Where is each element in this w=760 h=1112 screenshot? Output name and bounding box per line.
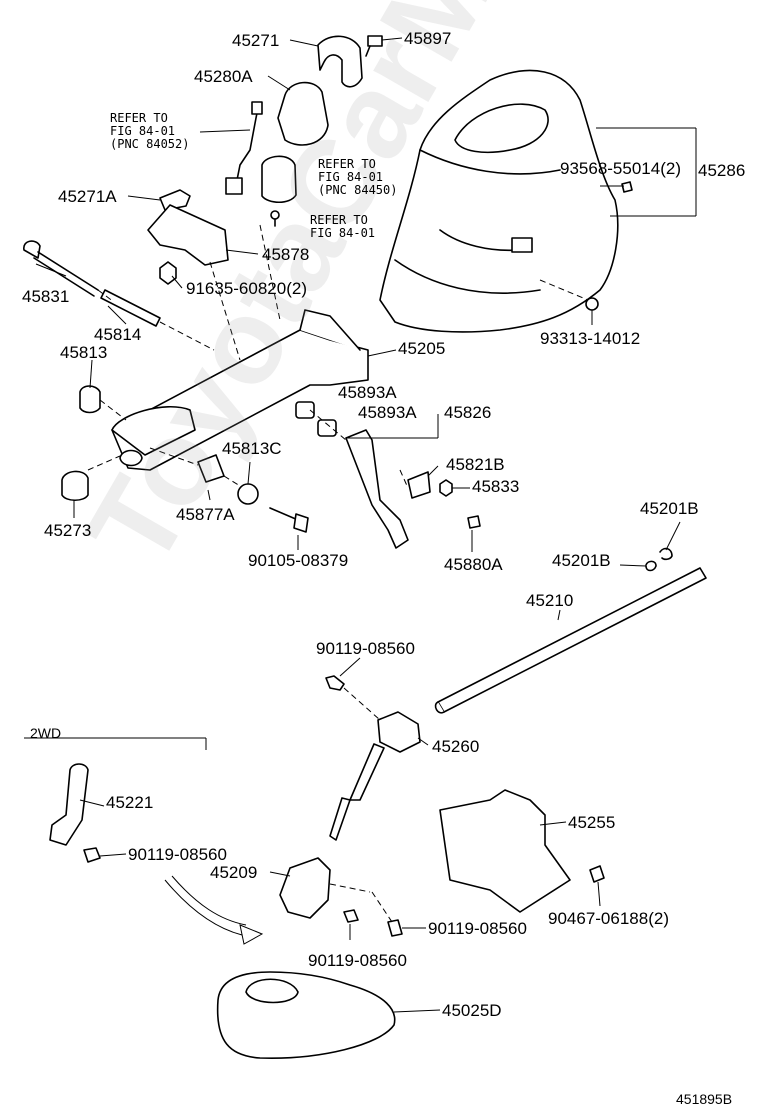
- part-label-45286: 45286: [698, 161, 746, 180]
- part-label-45221: 45221: [106, 793, 154, 812]
- column-hole-cover-part: [439, 789, 571, 913]
- part-label-45880a: 45880A: [444, 555, 503, 574]
- refer-note-a: REFER TO FIG 84-01 (PNC 84052): [110, 111, 190, 151]
- part-label-45260: 45260: [432, 737, 480, 756]
- part-label-93568: 93568-55014(2): [560, 159, 681, 178]
- collar-45877a-part: [197, 454, 225, 483]
- column-boot-part: [216, 971, 396, 1059]
- part-label-45814: 45814: [94, 325, 142, 344]
- part-label-90119-b: 90119-08560: [128, 845, 227, 864]
- bracket-45271a-part: [159, 189, 191, 211]
- ignition-switch-part: [277, 81, 329, 146]
- part-label-90105: 90105-08379: [248, 551, 349, 570]
- washer-45893a-part-2: [317, 419, 337, 437]
- part-label-45210: 45210: [526, 591, 574, 610]
- part-label-90467: 90467-06188(2): [548, 909, 669, 928]
- part-label-45877a: 45877A: [176, 505, 235, 524]
- part-label-45209: 45209: [210, 863, 258, 882]
- washer-45893a-part: [295, 401, 315, 419]
- column-cover-part: [379, 69, 619, 333]
- part-label-45271a: 45271A: [58, 187, 117, 206]
- part-label-45205: 45205: [398, 339, 446, 358]
- part-label-45273: 45273: [44, 521, 92, 540]
- part-label-45893a-1: 45893A: [338, 383, 397, 402]
- part-label-45025d: 45025D: [442, 1001, 502, 1020]
- part-label-45826: 45826: [444, 403, 492, 422]
- intermediate-shaft-part: [329, 711, 421, 841]
- refer-note-c: REFER TO FIG 84-01: [310, 213, 376, 240]
- nut-91635-part: [159, 261, 177, 285]
- bolt-45831-part: [23, 240, 99, 297]
- part-label-45878: 45878: [262, 245, 310, 264]
- section-label-2wd: 2WD: [30, 725, 62, 741]
- part-label-45280a: 45280A: [194, 67, 253, 86]
- part-label-45833: 45833: [472, 477, 520, 496]
- bracket-45878-part: [147, 204, 229, 266]
- switch-bracket-part: [317, 35, 363, 88]
- main-shaft-part: [434, 567, 707, 714]
- clip-90467-part: [589, 865, 605, 883]
- part-label-91635: 91635-60820(2): [186, 279, 307, 298]
- bush-45813c-part: [237, 483, 259, 505]
- diagram-code: 451895B: [676, 1091, 733, 1107]
- bush-45813-part: [79, 385, 101, 414]
- column-tube-part: [111, 309, 369, 471]
- part-label-45201b-1: 45201B: [640, 499, 699, 518]
- part-label-93313: 93313-14012: [540, 329, 641, 348]
- nut-45833-part: [439, 479, 453, 497]
- screw-93568-part: [621, 181, 633, 193]
- part-label-45271: 45271: [232, 31, 280, 50]
- refer-note-b: REFER TO FIG 84-01 (PNC 84450): [318, 157, 398, 197]
- part-label-45813c: 45813C: [222, 439, 282, 458]
- part-label-45893a-2: 45893A: [358, 403, 417, 422]
- part-label-90119-d: 90119-08560: [428, 919, 527, 938]
- part-label-90119-c: 90119-08560: [308, 951, 407, 970]
- bolt-90119-d-part: [387, 919, 403, 937]
- tilt-lever-part: [345, 429, 409, 549]
- bracket-45821b-part: [407, 471, 431, 499]
- bolt-90119-c-part: [343, 909, 359, 923]
- part-label-45201b-2: 45201B: [552, 551, 611, 570]
- shaft-45221-part: [49, 763, 89, 846]
- bolt-90119-a-part: [325, 675, 345, 691]
- bolt-90105-part: [269, 507, 309, 533]
- part-label-45255: 45255: [568, 813, 616, 832]
- bolt-45880a-part: [467, 515, 481, 529]
- collar-45814-part: [100, 289, 161, 327]
- part-label-45813: 45813: [60, 343, 108, 362]
- part-label-45831: 45831: [22, 287, 70, 306]
- part-label-90119-a: 90119-08560: [316, 639, 415, 658]
- yoke-45209-part: [279, 857, 331, 919]
- bolt-90119-b-part: [83, 847, 101, 863]
- screw-45897-part: [365, 35, 383, 57]
- snap-ring-45201b-part: [659, 547, 673, 561]
- switch-body-part: [261, 155, 297, 204]
- bush-45273-part: [61, 470, 89, 502]
- part-label-45821b: 45821B: [446, 455, 505, 474]
- snap-ring-45201b-part-2: [645, 560, 657, 572]
- part-label-45897: 45897: [404, 29, 452, 48]
